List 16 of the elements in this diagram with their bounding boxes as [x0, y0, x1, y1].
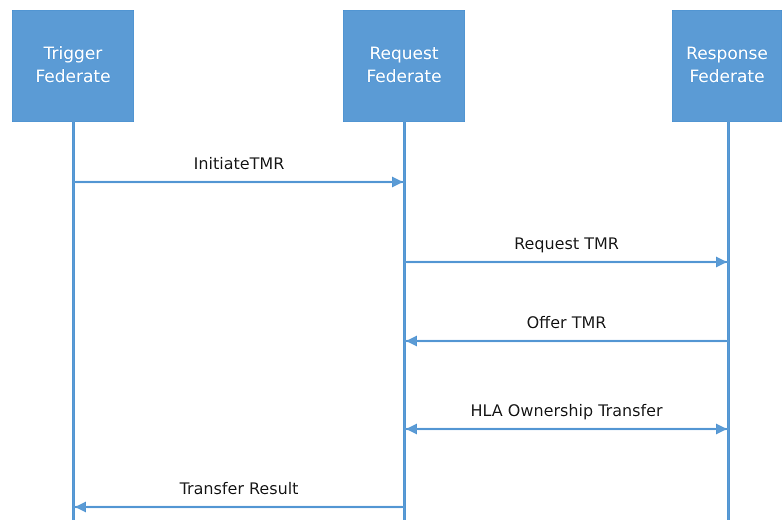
participant-box: Request Federate	[343, 10, 465, 122]
message-arrow	[406, 336, 727, 346]
message-arrow	[406, 256, 727, 268]
message-label: HLA Ownership Transfer	[470, 401, 663, 420]
message-label: InitiateTMR	[194, 154, 284, 173]
lifeline	[727, 122, 730, 520]
message-arrow	[75, 176, 403, 188]
participant-box: Trigger Federate	[12, 10, 134, 122]
message-arrow	[406, 424, 727, 434]
lifeline	[72, 122, 75, 520]
message-label: Offer TMR	[526, 313, 606, 332]
participant-box: Response Federate	[672, 10, 782, 122]
message-arrow	[75, 502, 403, 512]
message-label: Request TMR	[514, 234, 619, 253]
lifeline	[403, 122, 406, 520]
message-label: Transfer Result	[180, 479, 298, 498]
